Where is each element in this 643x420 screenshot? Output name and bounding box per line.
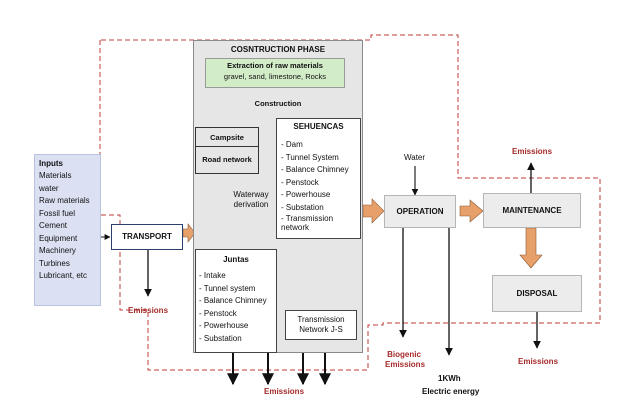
disposal-label: DISPOSAL: [516, 289, 558, 298]
construction-phase-title: COSNTRUCTION PHASE: [230, 45, 326, 54]
operation-box: [384, 195, 456, 228]
inputs-item: Lubricant, etc: [39, 271, 88, 280]
maintenance-emissions-label: Emissions: [512, 147, 553, 156]
system-boundary: [99, 34, 601, 371]
juntas-box: [195, 249, 277, 353]
inputs-item: water: [39, 183, 59, 193]
road-network-label: Road network: [202, 155, 252, 164]
inputs-item: Cement: [39, 221, 68, 230]
maintenance-box: [483, 193, 581, 228]
sehuencas-item: - Substation: [281, 202, 324, 212]
inputs-title: Inputs: [39, 159, 63, 168]
inputs-item: Fossil fuel: [39, 208, 76, 218]
transport-emissions-label: Emissions: [128, 306, 169, 315]
extraction-title: Extraction of raw materials: [227, 61, 323, 70]
juntas-item: - Powerhouse: [199, 321, 249, 330]
juntas-list: - Intake - Tunnel system - Balance Chimn…: [199, 270, 267, 345]
inputs-item: Turbines: [39, 258, 70, 268]
maintenance-label: MAINTENANCE: [502, 206, 562, 215]
juntas-item: - Substation: [199, 333, 242, 343]
sehuencas-item: - Powerhouse: [281, 190, 331, 199]
sehuencas-box: [276, 118, 361, 239]
inputs-item: Machinery: [39, 246, 76, 255]
sehuencas-item: - Transmission network: [281, 214, 334, 232]
transport-to-construction-arrow: [182, 223, 196, 243]
transport-label: TRANSPORT: [122, 232, 172, 241]
inputs-item: Equipment: [39, 233, 78, 243]
juntas-item: - Tunnel system: [199, 283, 256, 293]
sehuencas-list: - Dam - Tunnel System - Balance Chimney …: [281, 139, 351, 232]
sehuencas-title: SEHUENCAS: [293, 122, 344, 131]
operation-label: OPERATION: [396, 207, 444, 216]
inputs-item: Raw materials: [39, 196, 90, 205]
disposal-emissions-label: Emissions: [518, 357, 559, 366]
waterway-derivation-label: Waterway derivation: [233, 190, 269, 209]
road-network-box: [195, 146, 259, 174]
extraction-box: [205, 58, 345, 88]
sehuencas-item: - Dam: [281, 140, 303, 149]
energy-label: Electric energy: [422, 387, 480, 396]
sehuencas-item: - Balance Chimney: [281, 165, 349, 174]
inputs-box: [34, 154, 101, 306]
construction-label: Construction: [254, 99, 302, 108]
transmission-js-box: [285, 310, 357, 340]
sehuencas-item: - Tunnel System: [281, 152, 339, 162]
juntas-title: Juntas: [223, 255, 249, 264]
disposal-box: [492, 275, 582, 312]
construction-emissions-label: Emissions: [264, 387, 305, 396]
water-label: Water: [404, 153, 426, 162]
transmission-js-label: Transmission Network J-S: [297, 315, 345, 334]
biogenic-emissions-label: Biogenic Emissions: [385, 350, 426, 369]
sehuencas-item: - Penstock: [281, 177, 319, 187]
extraction-subtitle: gravel, sand, limestone, Rocks: [223, 72, 327, 81]
transport-box: [111, 224, 183, 250]
maintenance-to-disposal-arrow: [519, 227, 543, 269]
campsite-label: Campsite: [210, 133, 244, 142]
inputs-item: Materials: [39, 171, 72, 180]
inputs-list: Materials water Raw materials Fossil fue…: [39, 170, 90, 283]
construction-to-operation-arrow: [362, 198, 385, 224]
juntas-item: - Penstock: [199, 308, 237, 318]
energy-value: 1KWh: [438, 374, 461, 383]
juntas-item: - Intake: [199, 271, 226, 280]
operation-to-maintenance-arrow: [459, 199, 484, 223]
juntas-item: - Balance Chimney: [199, 296, 267, 305]
